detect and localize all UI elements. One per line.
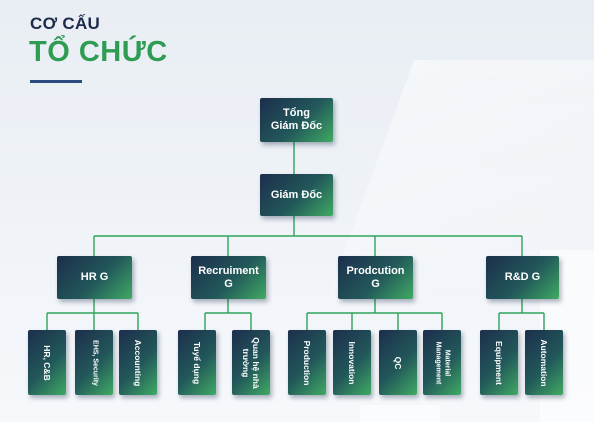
node-innovation: Innovation	[333, 330, 371, 395]
node-automation-label: Automation	[539, 338, 549, 387]
node-equipment-label: Equipment	[494, 340, 504, 385]
node-production: Production	[288, 330, 326, 395]
node-group-recruitment: Recruiment G	[191, 256, 266, 299]
node-university-relations: Quan hệ nhà trường	[232, 330, 270, 395]
node-hr-cb-label: HR, C&B	[42, 344, 52, 381]
node-director: Giám Đốc	[260, 174, 333, 216]
node-equipment: Equipment	[480, 330, 518, 395]
node-group-hr: HR G	[57, 256, 132, 299]
node-university-relations-label: Quan hệ nhà trường	[241, 336, 261, 389]
node-qc-label: QC	[393, 356, 403, 369]
node-general-director-line-2: Giám Đốc	[270, 120, 323, 132]
node-group-rd: R&D G	[486, 256, 559, 299]
node-accounting: Accounting	[119, 330, 157, 395]
title-line-1: CƠ CẤU	[30, 14, 101, 33]
node-material-management-label: Material Management	[435, 341, 451, 384]
title-line-2: TỔ CHỨC	[29, 36, 168, 68]
node-ehs-security-label: EHS, Security	[91, 339, 99, 386]
node-hr-cb: HR, C&B	[28, 330, 66, 395]
node-material-management: Material Management	[423, 330, 461, 395]
node-qc: QC	[379, 330, 417, 395]
title-underline	[30, 80, 82, 83]
node-accounting-label: Accounting	[133, 339, 143, 386]
node-group-production: Prodcution G	[338, 256, 413, 299]
node-production-label: Production	[302, 340, 312, 385]
node-recruiting: Tuyể dụng	[178, 330, 216, 395]
node-general-director-line-1: Tổng	[283, 107, 310, 119]
node-automation: Automation	[525, 330, 563, 395]
node-recruiting-label: Tuyể dụng	[192, 341, 202, 384]
node-general-director: Tổng Giám Đốc	[260, 98, 333, 142]
node-ehs-security: EHS, Security	[75, 330, 113, 395]
node-innovation-label: Innovation	[347, 341, 357, 384]
